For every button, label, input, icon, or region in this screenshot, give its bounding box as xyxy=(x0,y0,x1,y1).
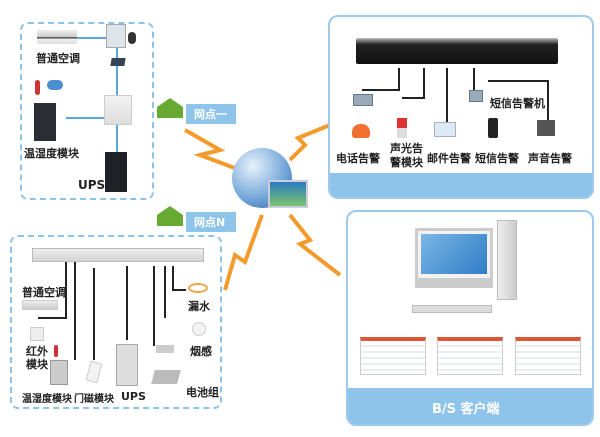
wire xyxy=(172,266,174,290)
siren-icon xyxy=(397,118,407,138)
client-panel xyxy=(346,210,594,426)
leak-sensor-icon xyxy=(188,283,208,293)
lightning-client xyxy=(288,213,342,277)
thermometer-icon xyxy=(35,80,40,95)
wire xyxy=(38,317,67,319)
battery-icon xyxy=(156,345,174,353)
site-n-ups-label: UPS xyxy=(121,390,146,403)
site-one-ac-label: 普通空调 xyxy=(36,52,80,65)
phone-icon xyxy=(352,124,370,138)
wire xyxy=(93,268,95,360)
screenshot-thumbnail xyxy=(515,337,581,375)
screenshot-thumbnail xyxy=(360,337,426,375)
site-n-panel xyxy=(10,235,222,409)
sms-machine-label: 短信告警机 xyxy=(490,97,545,110)
server-icon xyxy=(356,38,558,64)
lightning-alarm xyxy=(288,123,331,162)
monitor-icon xyxy=(268,180,308,208)
wire xyxy=(423,68,425,98)
alarm-panel-bar xyxy=(330,173,592,197)
rack-unit-icon xyxy=(32,248,204,262)
site-one-th-line xyxy=(66,117,106,119)
site-one-tag: 网点一 xyxy=(186,104,236,124)
ups-icon xyxy=(105,152,127,192)
pc-tower-icon xyxy=(497,220,517,300)
wire xyxy=(446,68,448,122)
site-one-th-label: 温湿度模块 xyxy=(24,147,79,160)
wire xyxy=(488,80,548,82)
speaker-icon xyxy=(537,120,555,136)
wire xyxy=(362,89,400,91)
screenshot-thumbnail xyxy=(437,337,503,375)
site-n-ir-label: 红外模块 xyxy=(26,345,48,371)
rain-cloud-icon xyxy=(47,80,63,90)
keyboard-icon xyxy=(412,305,492,313)
site-n-door-label: 门磁模块 xyxy=(74,394,114,405)
sound-light-alarm-label: 声光告警模块 xyxy=(390,142,423,169)
building-icon xyxy=(157,206,183,226)
site-one-panel xyxy=(20,22,154,200)
wire xyxy=(473,68,475,90)
wire xyxy=(402,97,425,99)
wire xyxy=(398,68,400,90)
wire xyxy=(164,266,166,318)
email-icon xyxy=(434,122,456,137)
site-n-ac-label: 普通空调 xyxy=(22,286,66,299)
ir-module-icon xyxy=(30,327,44,341)
ups-icon xyxy=(116,344,138,386)
air-conditioner-icon xyxy=(37,30,77,44)
site-one-ups-label: UPS xyxy=(78,178,106,192)
email-alarm-label: 邮件告警 xyxy=(427,152,471,165)
wire xyxy=(126,266,128,340)
wire xyxy=(74,262,76,360)
site-n-battery-label: 电池组 xyxy=(186,386,219,399)
controller-icon xyxy=(106,24,126,48)
site-n-th-label: 温湿度模块 xyxy=(22,394,72,405)
smoke-detector-icon xyxy=(192,322,206,336)
thermometer-icon xyxy=(54,345,58,357)
client-panel-title: B/S 客户端 xyxy=(432,402,500,417)
modem-icon xyxy=(353,94,373,106)
site-one-ac-line xyxy=(75,37,117,39)
camera-icon xyxy=(128,32,136,44)
wire xyxy=(172,289,186,291)
monitor-screen xyxy=(421,234,487,274)
th-module-icon xyxy=(34,103,56,141)
sms-machine-icon xyxy=(469,90,483,102)
lightning-site-one xyxy=(184,128,241,172)
building-icon xyxy=(157,98,183,118)
sound-alarm-label: 声音告警 xyxy=(528,152,572,165)
site-n-tag: 网点N xyxy=(186,212,236,232)
sms-alarm-label: 短信告警 xyxy=(475,152,519,165)
wire xyxy=(547,80,549,120)
wire xyxy=(65,262,67,318)
mobile-phone-icon xyxy=(488,118,498,138)
air-conditioner-icon xyxy=(22,300,58,310)
site-n-leak-label: 漏水 xyxy=(188,300,210,313)
th-module-icon xyxy=(50,360,68,385)
lightning-site-n xyxy=(223,214,264,291)
phone-alarm-label: 电话告警 xyxy=(336,152,380,165)
client-panel-bar xyxy=(348,388,592,424)
gateway-icon xyxy=(104,95,132,125)
site-n-smoke-label: 烟感 xyxy=(190,345,212,358)
wire xyxy=(153,266,155,346)
